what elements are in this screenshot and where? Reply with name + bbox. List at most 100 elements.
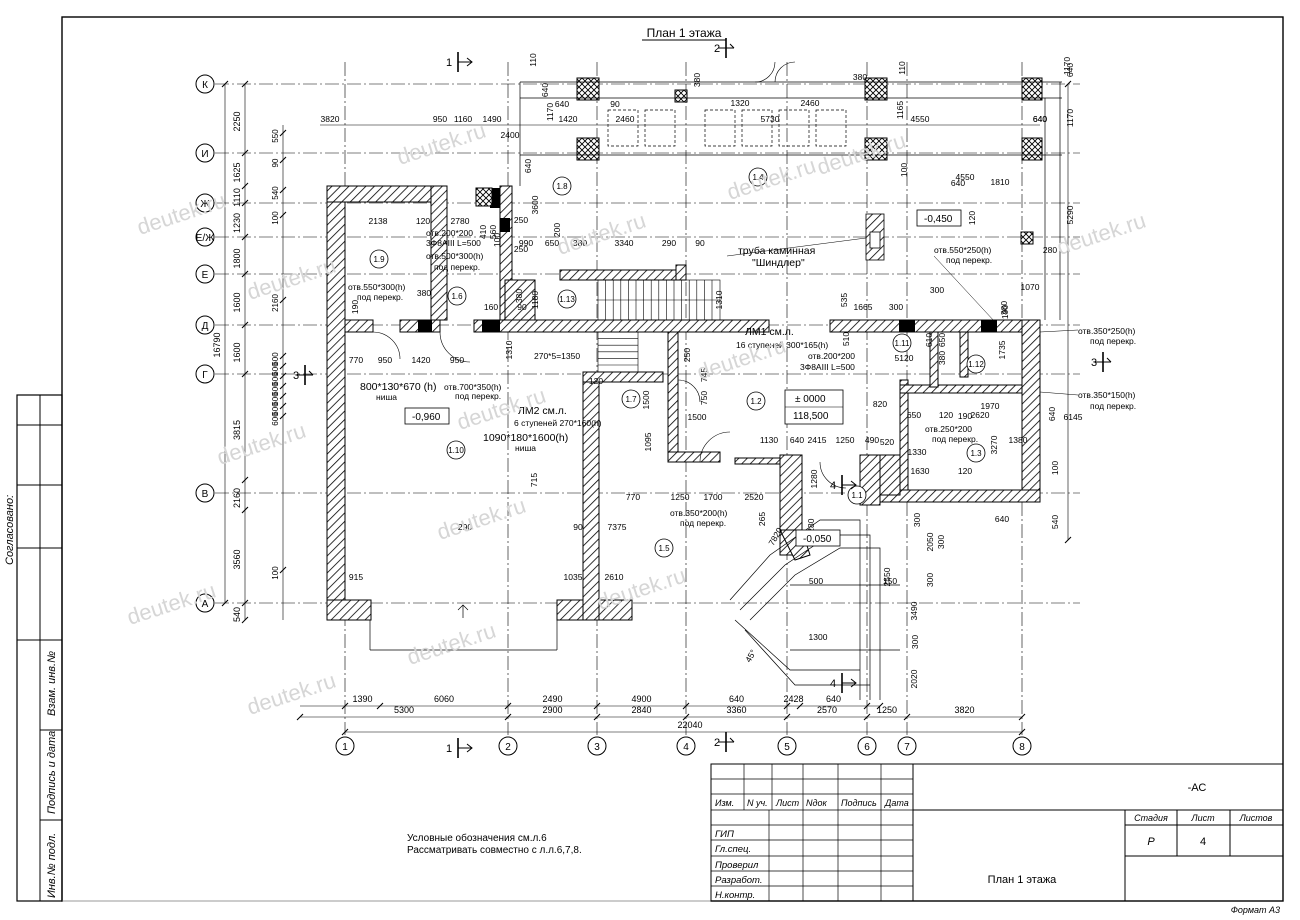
note-steps-dim: 270*5=1350 xyxy=(534,351,580,361)
dimension-text: 6060 xyxy=(434,694,454,704)
section-mark: 2 xyxy=(714,38,735,58)
room-markers: 1.11.21.31.41.51.61.71.81.91.101.111.121… xyxy=(369,167,986,558)
dimension-tick xyxy=(682,713,690,721)
dimension-text: 3820 xyxy=(321,114,340,124)
dimension-tick xyxy=(279,362,287,370)
dimension-text: 2138 xyxy=(369,216,388,226)
stamp-inv-replace-label: Взам. инв.№ xyxy=(46,651,58,716)
dimension-text: 1095 xyxy=(643,432,653,451)
axis-label-row: И xyxy=(201,149,208,160)
dimension-text: 1490 xyxy=(483,114,502,124)
dimension-text: 5290 xyxy=(1065,205,1075,224)
note-lm2: ЛМ2 см.л. xyxy=(518,405,567,417)
dimension-text: 2620 xyxy=(971,410,990,420)
drawing-title: План 1 этажа xyxy=(642,26,726,41)
dimension-tick xyxy=(279,129,287,137)
axis-bubble-col xyxy=(335,736,355,756)
dimension-text: 120 xyxy=(589,376,603,386)
side-stamp: Согласовано: Взам. инв.№ Подпись и дата … xyxy=(4,394,63,902)
axis-label-col: 4 xyxy=(683,742,689,753)
dimension-text: 1280 xyxy=(809,469,819,488)
axis-label-row: Е xyxy=(202,270,209,281)
dimension-text: 3560 xyxy=(232,549,242,569)
dimension-text: 1250 xyxy=(671,492,690,502)
dimension-text: 3360 xyxy=(726,705,746,715)
dimension-text: 650 xyxy=(907,410,921,420)
dimension-text: 3600 xyxy=(530,195,540,214)
dimension-text: 1070 xyxy=(1021,282,1040,292)
section-mark: 3 xyxy=(1091,352,1112,372)
axis-label-row: Е/Ж xyxy=(196,233,215,244)
axis-bubble-row xyxy=(195,264,215,284)
stamp-agreed-label: Согласовано: xyxy=(4,495,16,565)
axis-label-col: 5 xyxy=(784,742,790,753)
dimension-text: 1300 xyxy=(809,632,828,642)
note-otv-700x350: отв.700*350(h) xyxy=(444,382,502,392)
dimension-tick xyxy=(241,599,249,607)
dimension-text: 190 xyxy=(350,300,360,314)
watermark-text: deutek.ru xyxy=(394,118,489,170)
dimension-text: 150 xyxy=(883,576,897,586)
note-pod-perekr-6: под перекр. xyxy=(1090,401,1136,411)
axis-bubble-col xyxy=(857,736,877,756)
dimension-text: 1250 xyxy=(836,435,855,445)
dimension-text: 1310 xyxy=(504,340,514,359)
dimension-text: 2460 xyxy=(801,98,820,108)
dimension-text: 290 xyxy=(662,238,676,248)
dimension-text: 650 xyxy=(937,333,947,347)
tb-role-glspec: Гл.спец. xyxy=(715,844,751,855)
axis-label-col: 7 xyxy=(904,742,910,753)
dimension-tick xyxy=(341,702,349,710)
dimension-text: 250 xyxy=(514,215,528,225)
note-lm2-steps: 6 ступеней 270*160(h) xyxy=(514,418,602,428)
dimension-text: 1230 xyxy=(232,213,242,233)
note-rebar-2: 3Ф8АIII L=500 xyxy=(800,362,855,372)
room-marker-circle xyxy=(966,354,986,374)
dimension-text: 550 xyxy=(271,129,280,143)
axis-label-col: 2 xyxy=(505,742,511,753)
section-mark: 3 xyxy=(293,365,314,385)
dimension-text: 3820 xyxy=(954,705,974,715)
sheet-frame xyxy=(0,16,1284,902)
level-minus-450: -0,450 xyxy=(924,214,953,225)
note-otv-550x250: отв.550*250(h) xyxy=(934,245,992,255)
dimension-tick xyxy=(903,713,911,721)
axis-bubble-row xyxy=(195,193,215,213)
axis-bubble-row xyxy=(195,593,215,613)
annotations: отв.200*200 3Ф8АIII L=500 отв.500*300(h)… xyxy=(348,228,1136,664)
level-minus-960: -0,960 xyxy=(412,412,441,423)
level-minus-050: -0,050 xyxy=(803,534,832,545)
dimension-text: 1420 xyxy=(559,114,578,124)
axis-bubble-col xyxy=(777,736,797,756)
dimension-text: 100 xyxy=(271,211,280,225)
tb-stage-label: Стадия xyxy=(1134,813,1168,823)
dimension-tick xyxy=(783,713,791,721)
dimension-tick xyxy=(1018,728,1026,736)
plan-title: План 1 этажа xyxy=(647,26,722,40)
note-otv-500x300: отв.500*300(h) xyxy=(426,251,484,261)
dimension-tick xyxy=(279,402,287,410)
fireplace xyxy=(865,213,885,261)
dimension-text: 120 xyxy=(939,410,953,420)
watermark-text: deutek.ru xyxy=(244,668,339,720)
dimension-text: 1035 xyxy=(564,572,583,582)
dimension-text: 5730 xyxy=(761,114,780,124)
dimension-text: 640 xyxy=(995,514,1009,524)
dimension-text: 280 xyxy=(1043,245,1057,255)
dimension-text: 300 xyxy=(912,513,922,527)
dimension-tick xyxy=(1064,80,1072,88)
dimension-text: 380 xyxy=(937,351,947,365)
dimension-text: 2160 xyxy=(271,294,280,312)
dimension-text: 160 xyxy=(484,302,498,312)
dimension-text: 1160 xyxy=(454,114,473,124)
room-marker-label: 1.1 xyxy=(851,491,863,500)
dimension-text: 120 xyxy=(958,466,972,476)
watermark-text: deutek.ru xyxy=(244,253,339,305)
dimension-text: 2050 xyxy=(925,532,935,551)
dimension-tick xyxy=(783,702,791,710)
room-marker-circle xyxy=(746,391,766,411)
tb-col-data: Дата xyxy=(884,798,909,808)
dimension-text: 1500 xyxy=(688,412,707,422)
dimension-text: 540 xyxy=(1050,515,1060,529)
dimension-text: 2280 xyxy=(806,518,816,537)
